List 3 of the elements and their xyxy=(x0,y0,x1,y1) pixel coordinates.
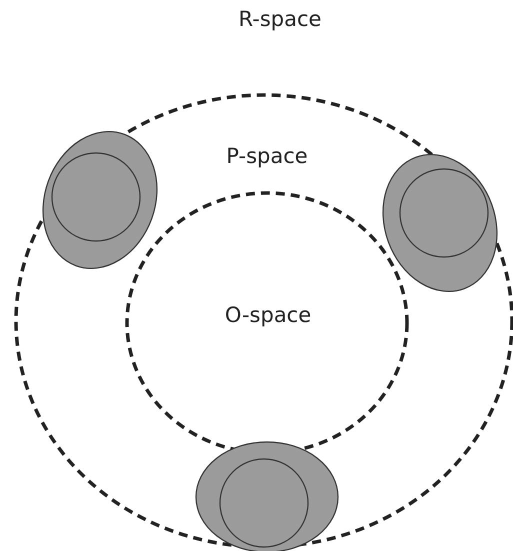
region-label: O-space xyxy=(224,302,312,328)
region-label: R-space xyxy=(238,6,322,32)
region-label: P-space xyxy=(226,143,308,169)
